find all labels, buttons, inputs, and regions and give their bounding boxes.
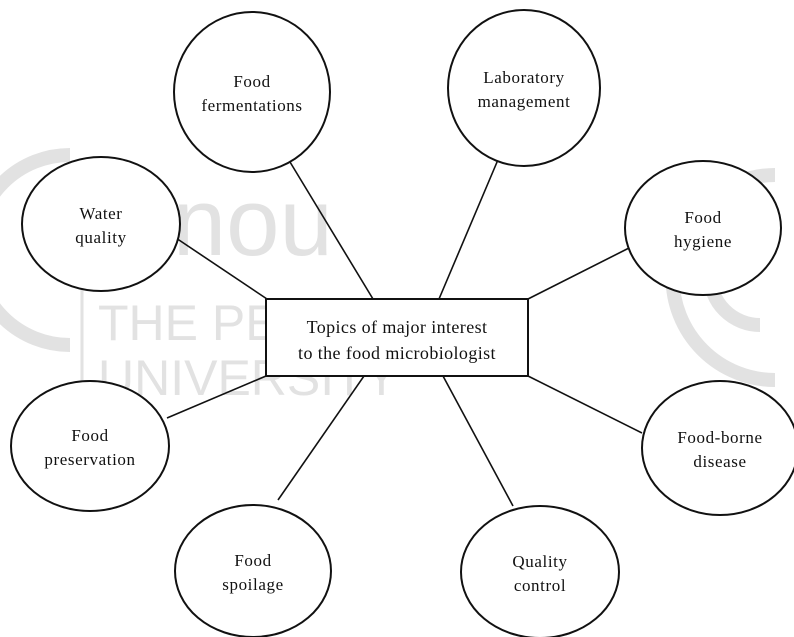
topic-node-label-line-1: Water (79, 204, 122, 223)
edge-food-spoilage (277, 375, 365, 501)
topic-node-quality-control: Quality control (460, 505, 620, 637)
topic-node-ellipse (174, 504, 332, 637)
topic-node-laboratory-management: Laboratory management (447, 9, 601, 167)
topic-node-label-line-2: disease (693, 452, 746, 471)
edge-laboratory-management (438, 154, 501, 300)
topic-node-label-line-1: Quality (512, 552, 567, 571)
topic-node-food-spoilage: Food spoilage (174, 504, 332, 637)
topic-node-food-hygiene: Food hygiene (624, 160, 782, 296)
center-topic-line-1: Topics of major interest (307, 317, 488, 337)
topic-node-label-line-1: Food (233, 72, 270, 91)
edge-food-borne-disease (527, 375, 643, 434)
topic-node-water-quality: Water quality (21, 156, 181, 292)
topic-node-label-line-1: Food-borne (677, 428, 762, 447)
topic-node-ellipse (10, 380, 170, 512)
topic-node-label-line-2: fermentations (201, 96, 302, 115)
edge-food-hygiene (527, 247, 630, 300)
topic-node-ellipse (447, 9, 601, 167)
center-topic-box: Topics of major interest to the food mic… (265, 298, 529, 377)
topic-node-label-line-1: Food (684, 208, 721, 227)
topic-node-label-line-1: Laboratory (483, 68, 565, 87)
topic-node-ellipse (624, 160, 782, 296)
watermark-logo-left-icon (0, 148, 71, 352)
edge-quality-control (442, 375, 514, 507)
topic-node-label-line-1: Food (234, 551, 271, 570)
topic-node-label-line-2: quality (75, 228, 126, 247)
topic-node-ellipse (21, 156, 181, 292)
topic-node-ellipse (641, 380, 794, 516)
topic-node-label-line-2: management (478, 92, 571, 111)
topic-node-label-line-2: control (514, 576, 566, 595)
edges (166, 154, 643, 507)
topic-node-food-borne-disease: Food-borne disease (641, 380, 794, 516)
topic-node-label-line-2: spoilage (222, 575, 283, 594)
edge-water-quality (175, 237, 268, 300)
topic-node-label-line-2: hygiene (674, 232, 732, 251)
topic-node-food-fermentations: Food fermentations (173, 11, 331, 173)
topic-node-ellipse (460, 505, 620, 637)
edge-food-preservation (166, 375, 267, 419)
topic-node-food-preservation: Food preservation (10, 380, 170, 512)
center-topic-line-2: to the food microbiologist (298, 343, 496, 363)
edge-food-fermentations (289, 161, 374, 300)
center-topic-rect (265, 298, 529, 377)
topic-node-label-line-1: Food (71, 426, 108, 445)
topic-node-label-line-2: preservation (44, 450, 135, 469)
topic-node-ellipse (173, 11, 331, 173)
